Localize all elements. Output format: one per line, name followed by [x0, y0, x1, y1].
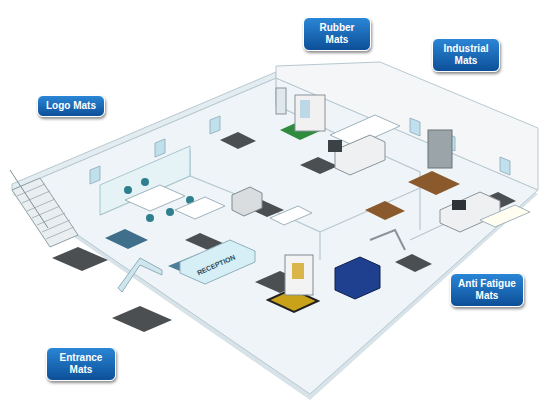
vending-machine	[295, 95, 325, 131]
stairs	[10, 170, 78, 247]
roller-door	[428, 130, 452, 168]
button-text: Anti Fatigue Mats	[456, 278, 518, 302]
furniture	[118, 88, 530, 299]
back-wall-right	[276, 62, 538, 190]
button-text: Industrial Mats	[438, 43, 494, 67]
logo-mat	[105, 229, 148, 249]
label-button: Entrance Mats	[46, 347, 116, 381]
entrance-mat	[52, 247, 108, 271]
label-button: Rubber Mats	[303, 17, 371, 51]
industrial-mat	[408, 171, 460, 195]
rubber-mat	[300, 157, 338, 174]
partitions	[100, 78, 470, 260]
blue-machine	[335, 257, 380, 299]
button-text: Entrance Mats	[52, 352, 110, 376]
entrance-mat	[112, 306, 172, 332]
button-text: Rubber Mats	[309, 22, 365, 46]
industrial-mat	[365, 201, 405, 220]
glass-wall	[100, 146, 190, 215]
entrance-canopy	[118, 258, 162, 292]
button-text: Logo Mats	[43, 100, 99, 112]
anti-fatigue-mat	[395, 254, 432, 272]
label-button: Industrial Mats	[432, 38, 500, 72]
reception-desk	[180, 240, 255, 284]
rubber-mat	[220, 132, 256, 149]
mats	[52, 121, 516, 332]
label-button: Anti Fatigue Mats	[450, 273, 524, 307]
label-button: Logo Mats	[37, 95, 105, 117]
